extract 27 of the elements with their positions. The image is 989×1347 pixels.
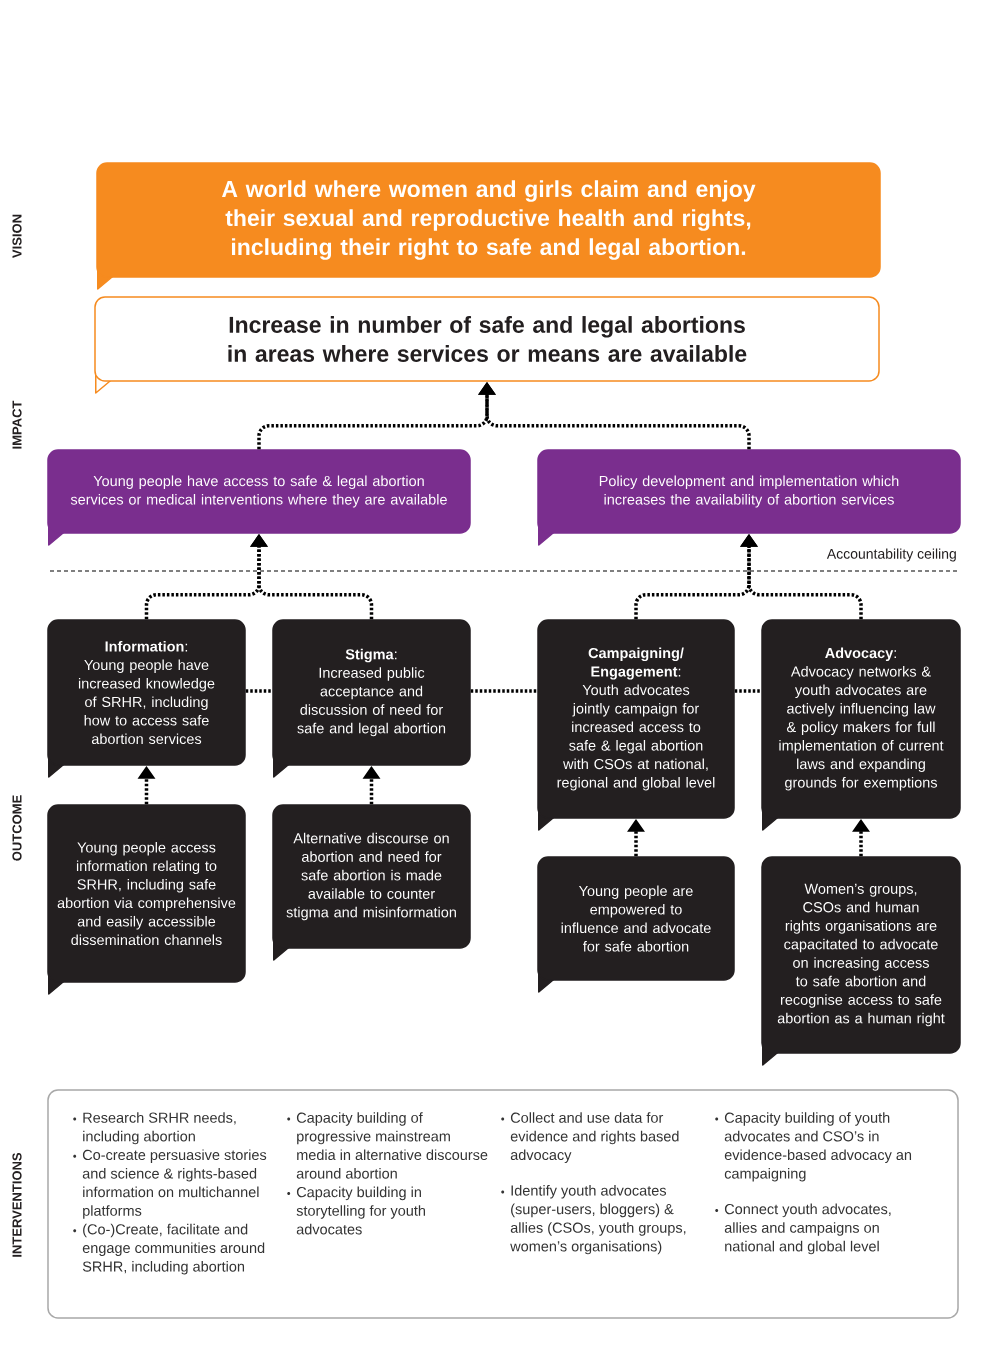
bullet-text: (Co-)Create, facilitate and engage communities around SRHR, including abortion (73, 1223, 265, 1275)
interventions-box (47, 1089, 959, 1319)
outcome-bubble: Campaigning/ Engagement: Youth advocates jointly campaign for increased access to safe & legal abortion with CSOs at national, regional and global level (537, 619, 735, 831)
bullet-text: Research SRHR needs, including abortion (73, 1112, 236, 1145)
impact-bubble: Young people have access to safe & legal abortion services or medical interventions where they are available (47, 449, 471, 546)
outcome-bubble: Young people are empowered to influence and advocate for safe abortion (537, 856, 735, 993)
outcome-bubble: Information: Young people have increased knowledge of SRHR, including how to access safe abortion services (47, 619, 246, 778)
outcome-bubble: Advocacy: Advocacy networks & youth advocates are actively influencing law & policy makers for full implementation of current laws and expanding grounds for exemptions (761, 619, 961, 831)
outcome-bubble: Stigma: Increased public acceptance and discussion of need for safe and legal abortion (272, 619, 471, 778)
bullet-text: Capacity building in storytelling for youth advocates (287, 1186, 425, 1235)
bullet-text: Identify youth advocates (super-users, bloggers) & allies (CSOs, youth groups, women’s organisations) (501, 1185, 686, 1255)
impact-bubble: Policy development and implementation which increases the availability of abortion services (537, 449, 961, 546)
outcome-bubble: Alternative discourse on abortion and need for safe abortion is made available to counter stigma and misinformation (272, 804, 471, 961)
section-label: VISION (12, 214, 22, 258)
bullet-text: Capacity building of progressive mainstream media in alternative discourse around abortion (287, 1112, 488, 1179)
outcome-bubble: Women’s groups, CSOs and human rights organisations are capacitated to advocate on increasing access to safe abortion and recognise access to safe abortion as a human right (761, 856, 961, 1066)
bullet-text: Co-create persuasive stories and science & rights-based information on multichannel platforms (73, 1149, 267, 1219)
section-label: INTERVENTIONS (12, 1152, 22, 1257)
bullet-text: Connect youth advocates, allies and campaigns on national and global level (715, 1203, 891, 1255)
outcome-bubble: Young people access information relating to SRHR, including safe abortion via comprehensive and easily accessible dissemination channels (47, 804, 246, 995)
vision-banner: A world where women and girls claim and enjoy their sexual and reproductive health and rights, including their right to safe and legal abortion. (96, 162, 881, 290)
bullet-text: Capacity building of youth advocates and CSO’s in evidence-based advocacy an campaigning (715, 1112, 912, 1182)
ceiling-label: Accountability ceiling (826, 548, 956, 562)
section-label: OUTCOME (12, 795, 22, 861)
bullet-text: Collect and use data for evidence and rights based advocacy (501, 1112, 679, 1163)
section-label: IMPACT (12, 400, 22, 449)
impact-box: Increase in number of safe and legal abortions in areas where services or means are available (94, 296, 880, 394)
